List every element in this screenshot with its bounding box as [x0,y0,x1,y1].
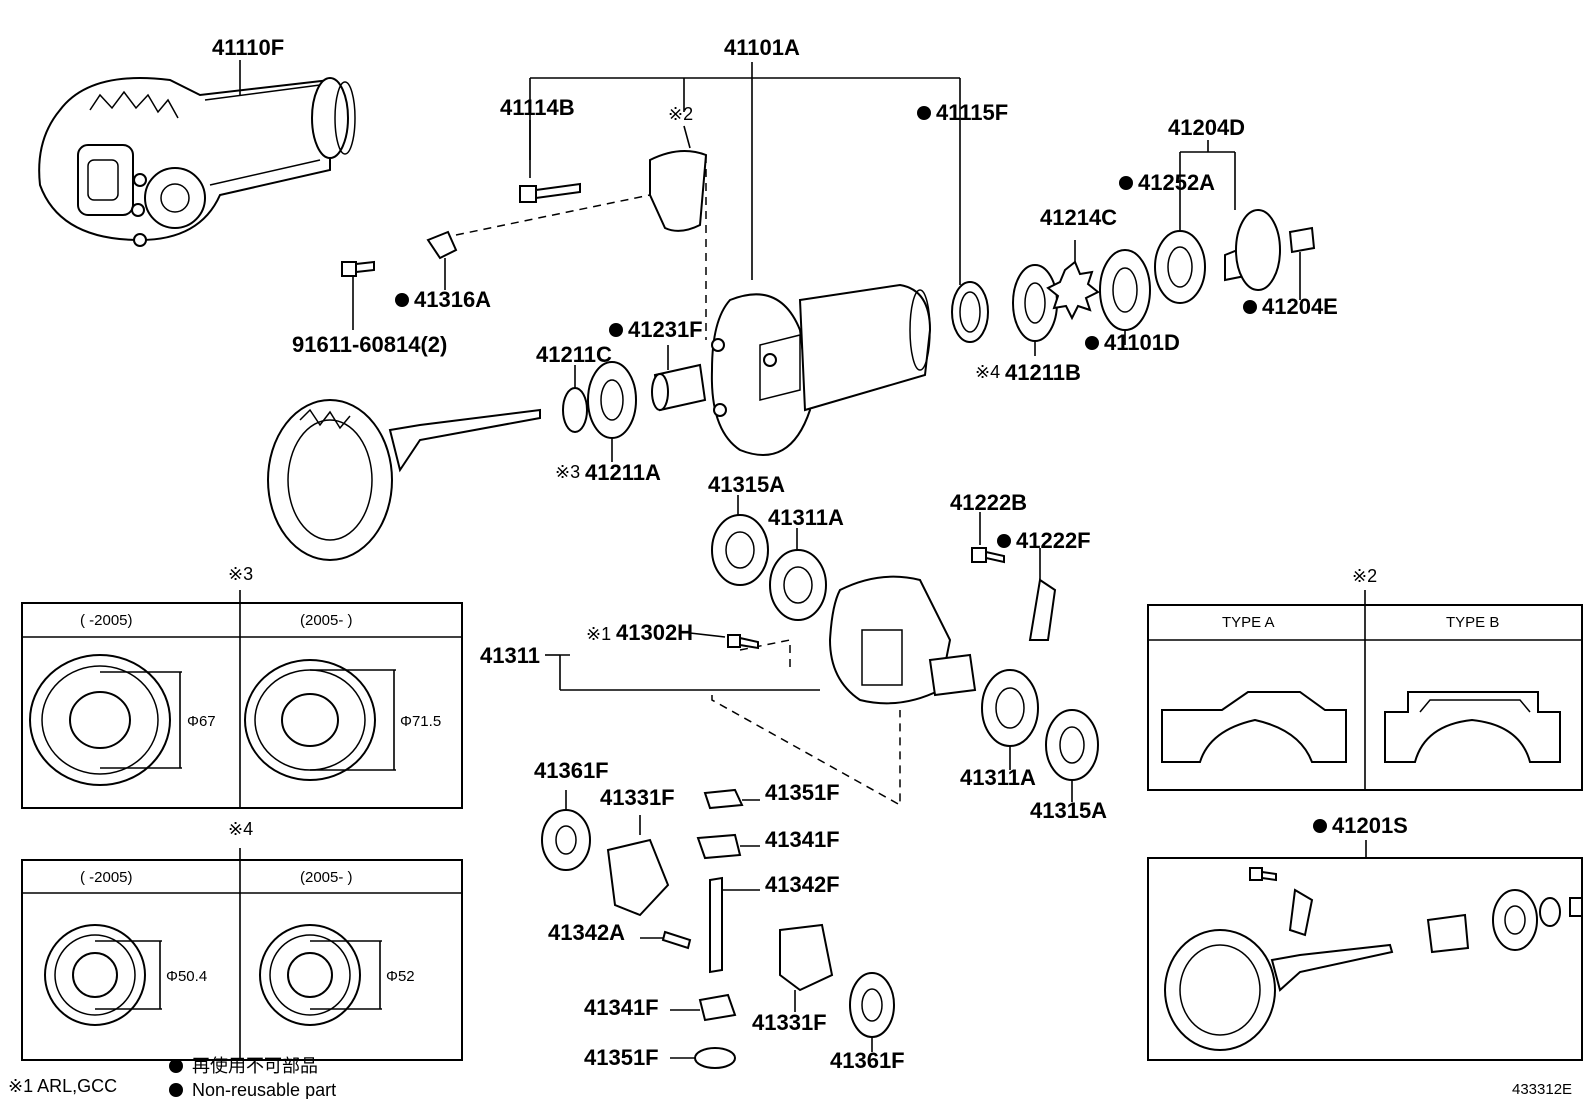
label-41252A: 41252A [1138,170,1215,195]
label-41311: 41311 [480,643,540,668]
legend-note1: ※1 ARL,GCC [8,1076,117,1096]
label-41311A-upper: 41311A [768,505,844,530]
legend-en: Non-reusable part [192,1080,336,1099]
note3-dim-right: Φ71.5 [400,713,441,730]
bolt-41114B-drawing [519,120,581,203]
non-reusable-dot [997,534,1011,548]
ring-gear-pinion-drawing [267,399,541,561]
note2-mark: ※2 [1352,566,1377,586]
differential-case-drawing [545,575,977,807]
non-reusable-dot [1243,300,1257,314]
label-41114B: 41114B [500,95,575,120]
label-91611: 91611-60814(2) [292,332,447,357]
note2-type-a: TYPE A [1222,614,1275,631]
differential-carrier-assembly-drawing [38,77,356,247]
label-41204E: 41204E [1262,294,1338,319]
label-41342A: 41342A [548,920,625,945]
note2-box [1147,590,1583,791]
label-41315A-lower: 41315A [1030,798,1107,823]
bolt-91611-drawing [341,260,375,330]
kit-41201S-box [1147,840,1583,1061]
label-41341F-lower: 41341F [584,995,659,1020]
legend-jp: 再使用不可部品 [192,1056,318,1076]
label-41101A: 41101A [724,35,800,60]
note4-box [21,848,463,1061]
non-reusable-dot [395,293,409,307]
note4-dim-left: Φ50.4 [166,968,207,985]
carrier-housing-drawing [710,283,932,456]
note4-col-left: ( -2005) [80,869,133,886]
leader-41101A [529,62,961,285]
label-41222F: 41222F [1016,528,1091,553]
label-41331F-upper: 41331F [600,785,675,810]
label-41361F-upper: 41361F [534,758,609,783]
label-41204D: 41204D [1168,115,1245,140]
legend-dot-jp [169,1059,183,1073]
label-41110F: 41110F [212,35,284,60]
label-41331F-lower: 41331F [752,1010,827,1035]
legend-dot-en [169,1083,183,1097]
adjusting-lock-drawing [971,512,1057,641]
label-41201S: 41201S [1332,813,1408,838]
note3-dim-left: Φ67 [187,713,216,730]
label-41341F-upper: 41341F [765,827,840,852]
note2-type-b: TYPE B [1446,614,1499,631]
label-41302H: 41302H [616,620,693,645]
label-41311A-lower: 41311A [960,765,1036,790]
front-pinion-parts-drawing [951,140,1316,356]
label-41351F-upper: 41351F [765,780,840,805]
label-41222B: 41222B [950,490,1027,515]
label-41302H-mark: ※1 [586,624,611,644]
note3-col-left: ( -2005) [80,612,133,629]
label-41231F: 41231F [628,317,703,342]
non-reusable-dot [1313,819,1327,833]
side-bearing-upper-drawing [711,495,827,621]
label-note2-cap: ※2 [668,104,693,124]
note3-mark: ※3 [228,564,253,584]
label-41211B: 41211B [1005,360,1081,385]
label-41342F: 41342F [765,872,840,897]
label-41211A: 41211A [585,460,661,485]
side-bearing-lower-drawing [981,669,1099,802]
label-41115F: 41115F [936,100,1008,125]
note4-col-right: (2005- ) [300,869,353,886]
note3-col-right: (2005- ) [300,612,353,629]
label-41315A-upper: 41315A [708,472,785,497]
label-41316A: 41316A [414,287,491,312]
non-reusable-dot [917,106,931,120]
label-41211C: 41211C [536,342,612,367]
note4-mark: ※4 [228,819,253,839]
non-reusable-dot [609,323,623,337]
diagram-id: 433312E [1512,1081,1572,1098]
label-41101D: 41101D [1104,330,1180,355]
label-41211A-mark: ※3 [555,462,580,482]
bearing-cap-drawing [455,125,708,340]
note4-dim-right: Φ52 [386,968,415,985]
note3-box [21,590,463,809]
label-41361F-lower: 41361F [830,1048,905,1073]
non-reusable-dot [1085,336,1099,350]
label-41351F-lower: 41351F [584,1045,659,1070]
lock-plate-41316A-drawing [426,230,458,290]
label-41214C: 41214C [1040,205,1117,230]
rear-pinion-parts-drawing [562,345,707,462]
label-41211B-mark: ※4 [975,362,1000,382]
differential-internals-drawing [541,788,895,1069]
non-reusable-dot [1119,176,1133,190]
